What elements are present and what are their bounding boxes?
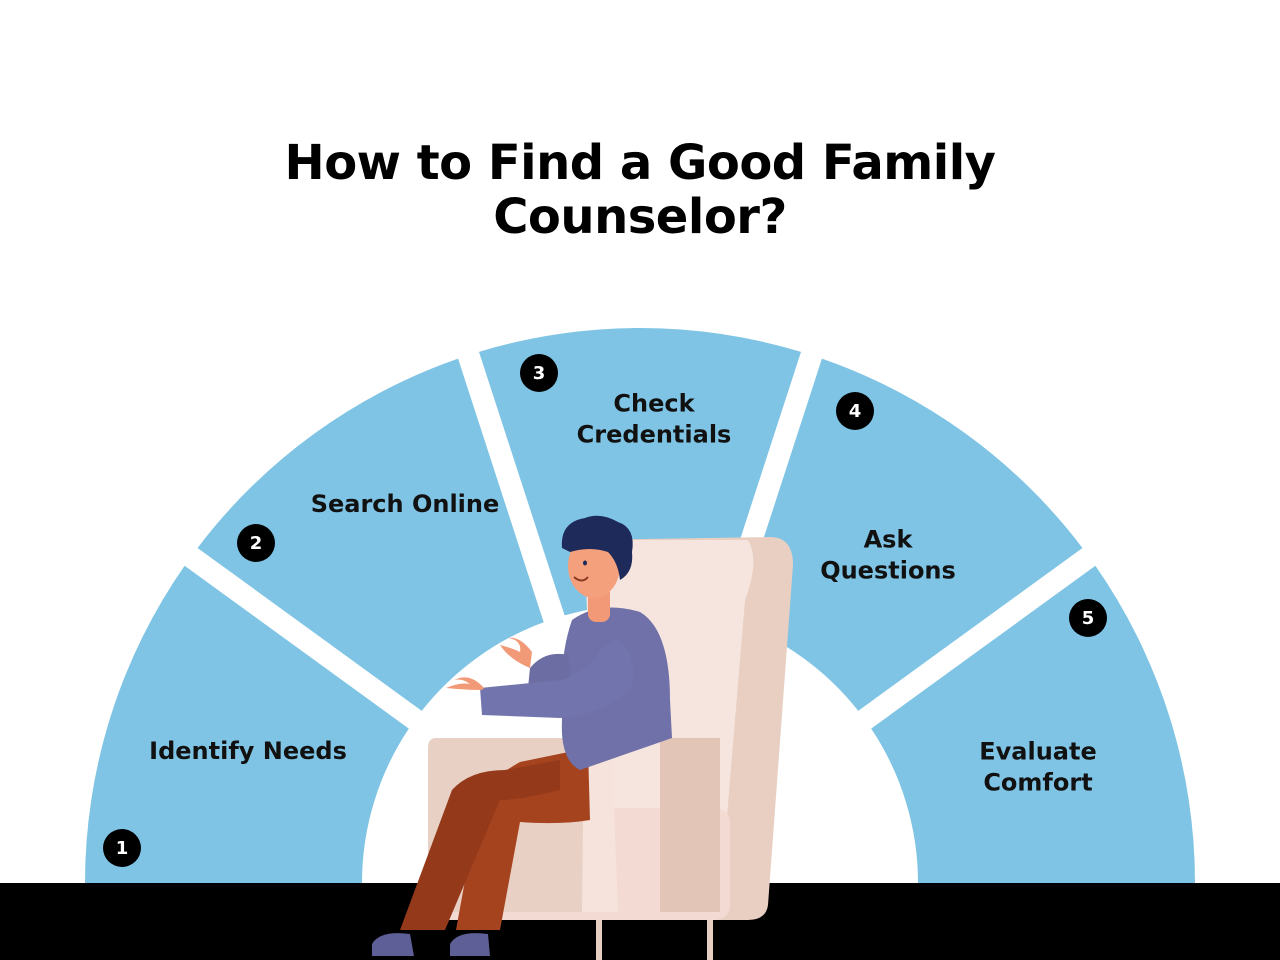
arc-segment-step-2 bbox=[197, 358, 544, 711]
step-badge-number: 4 bbox=[849, 401, 862, 422]
title-line-1: How to Find a Good Family bbox=[284, 135, 996, 191]
step-label-1: Identify Needs bbox=[149, 737, 347, 765]
step-label-line: Identify Needs bbox=[149, 737, 347, 765]
step-badge-3 bbox=[520, 354, 558, 392]
arc-segment-step-5 bbox=[871, 565, 1195, 883]
chair-leg bbox=[707, 915, 713, 960]
step-label-line: Search Online bbox=[311, 490, 500, 518]
step-badge-number: 2 bbox=[250, 533, 263, 554]
step-label-line: Ask bbox=[864, 526, 914, 554]
chair-armrest-right bbox=[660, 738, 720, 912]
step-badge-2 bbox=[237, 524, 275, 562]
page-title: How to Find a Good Family Counselor? bbox=[0, 136, 1280, 244]
step-label-line: Questions bbox=[820, 557, 956, 585]
trousers-far-leg bbox=[400, 760, 560, 930]
step-label-line: Check bbox=[613, 390, 695, 418]
hand-front bbox=[446, 677, 484, 690]
step-label-line: Comfort bbox=[983, 769, 1092, 797]
title-line-2: Counselor? bbox=[493, 189, 787, 245]
hand-back bbox=[500, 637, 532, 668]
arc-segment-step-1 bbox=[85, 565, 409, 883]
shoe-left bbox=[372, 933, 414, 956]
mouth bbox=[573, 576, 589, 582]
step-badge-number: 1 bbox=[116, 838, 129, 859]
person-in-armchair-illustration bbox=[372, 515, 793, 960]
hair bbox=[561, 515, 633, 580]
chair-armrest-face bbox=[582, 739, 618, 912]
chair-leg bbox=[596, 915, 602, 960]
step-label-line: Evaluate bbox=[979, 738, 1097, 766]
step-badge-4 bbox=[836, 392, 874, 430]
step-label-2: Search Online bbox=[311, 490, 500, 518]
step-badges: 1 2 3 4 5 bbox=[103, 354, 1107, 867]
arc-segment-step-4 bbox=[736, 358, 1083, 711]
sweater-arm-front bbox=[480, 638, 634, 718]
step-badge-5 bbox=[1069, 599, 1107, 637]
step-label-line: Credentials bbox=[577, 421, 732, 449]
shoe-right bbox=[450, 933, 490, 956]
step-badge-number: 5 bbox=[1082, 608, 1095, 629]
step-badge-1 bbox=[103, 829, 141, 867]
step-badge-number: 3 bbox=[533, 363, 546, 384]
eye bbox=[583, 560, 587, 566]
